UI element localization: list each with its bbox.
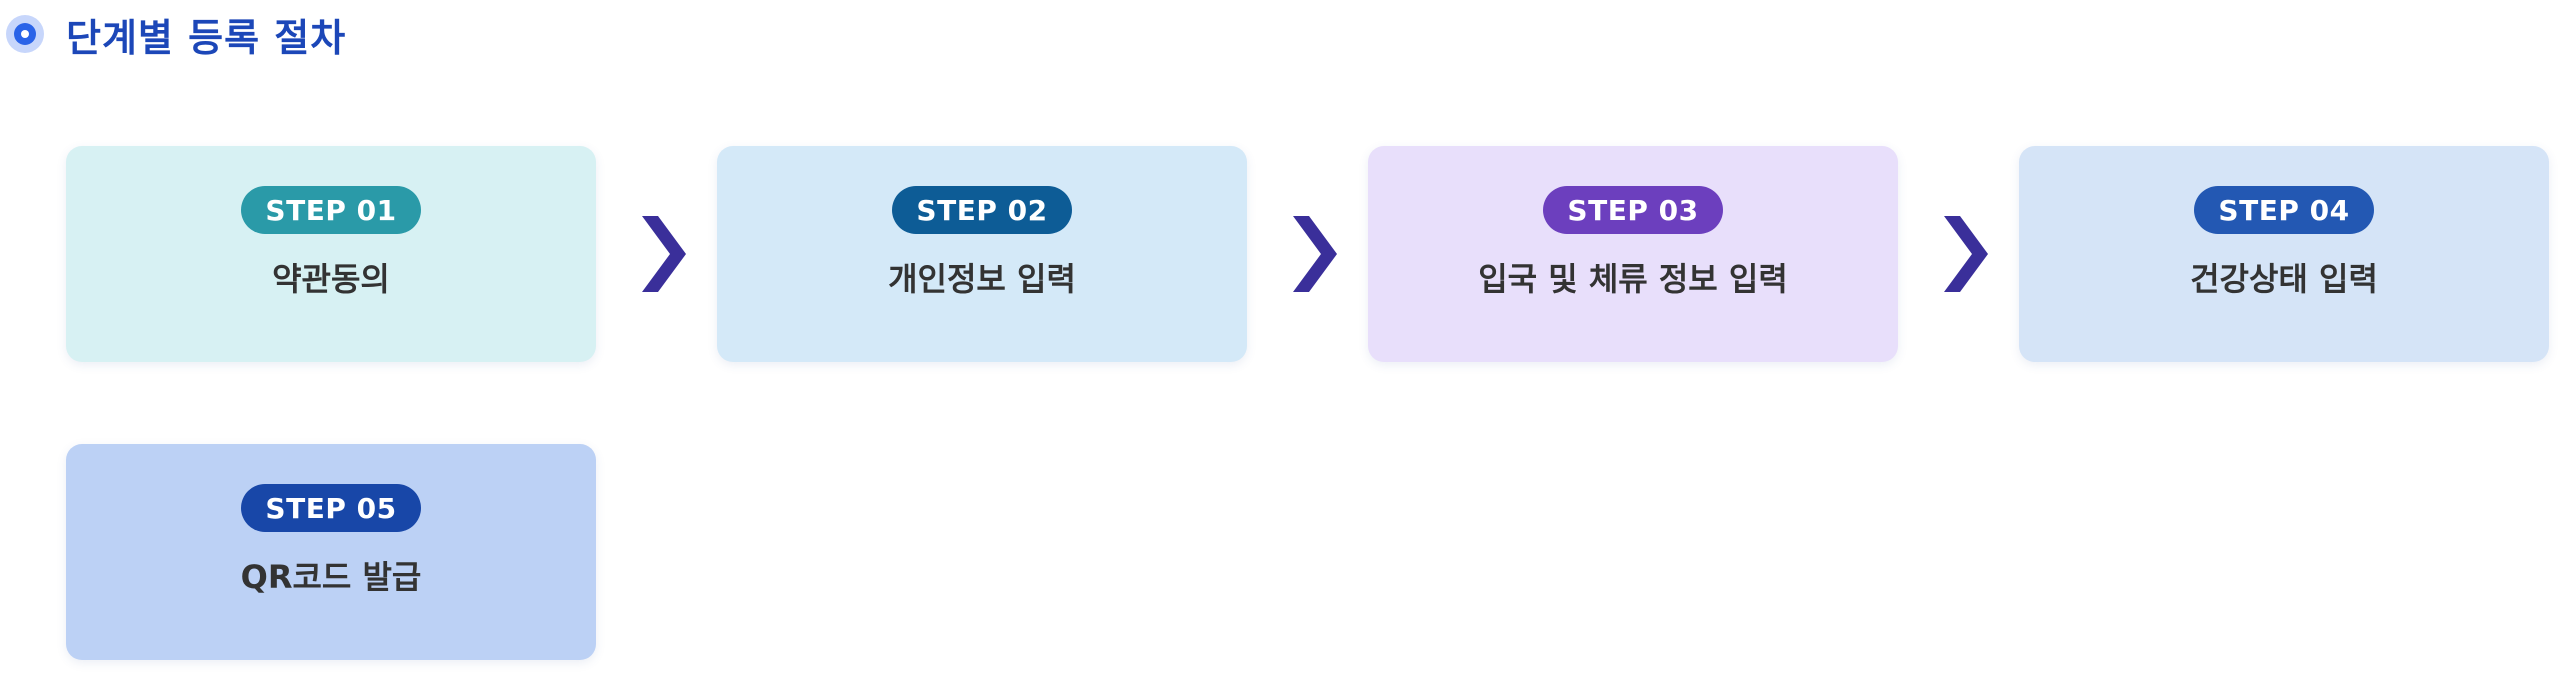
step-badge: STEP 03 [1543,186,1723,234]
step-label: 건강상태 입력 [2190,260,2378,298]
section-header: 단계별 등록 절차 [6,4,346,64]
step-badge: STEP 02 [892,186,1072,234]
chevron-right-icon [1293,216,1337,292]
step-card-04: STEP 04 건강상태 입력 [2019,146,2549,362]
step-badge: STEP 01 [241,186,421,234]
step-label: 개인정보 입력 [888,260,1076,298]
step-badge: STEP 05 [241,484,421,532]
step-badge: STEP 04 [2194,186,2374,234]
step-card-05: STEP 05 QR코드 발급 [66,444,596,660]
chevron-right-icon [1944,216,1988,292]
step-card-02: STEP 02 개인정보 입력 [717,146,1247,362]
step-card-03: STEP 03 입국 및 체류 정보 입력 [1368,146,1898,362]
step-label: 약관동의 [272,260,390,298]
chevron-right-icon [642,216,686,292]
circle-bullet-icon [6,15,44,53]
step-card-01: STEP 01 약관동의 [66,146,596,362]
step-label: 입국 및 체류 정보 입력 [1478,260,1788,298]
step-label: QR코드 발급 [240,558,422,596]
section-title: 단계별 등록 절차 [66,15,347,60]
